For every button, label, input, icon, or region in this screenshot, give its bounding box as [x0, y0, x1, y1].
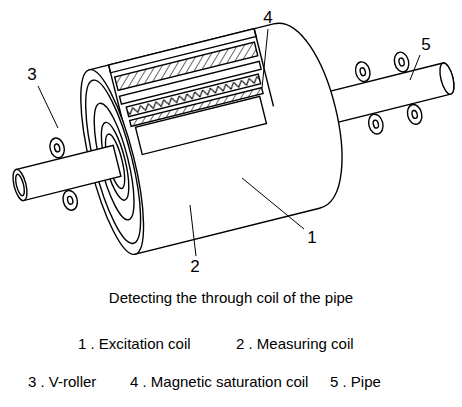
pipe-end — [10, 168, 29, 202]
callout-number: 2 — [190, 257, 199, 277]
callout-number: 3 — [27, 65, 36, 85]
key-entry: 2 . Measuring coil — [236, 335, 354, 352]
callout-number: 5 — [421, 35, 430, 55]
key-entry: 1 . Excitation coil — [78, 335, 191, 352]
v-roller-group — [48, 137, 79, 212]
key-entry: 3 . V-roller — [28, 373, 96, 390]
through-coil-drawing — [0, 0, 462, 279]
key-entry: 4 . Magnetic saturation coil — [130, 373, 308, 390]
v-roller-group — [354, 51, 424, 136]
cutaway-layers — [109, 29, 278, 157]
key-entry: 5 . Pipe — [330, 373, 381, 390]
leader-lines — [38, 29, 420, 256]
callout-number: 1 — [307, 228, 316, 248]
figure-caption: Detecting the through coil of the pipe — [109, 289, 353, 306]
pipe-end — [437, 62, 456, 96]
callout-number: 4 — [263, 8, 272, 28]
